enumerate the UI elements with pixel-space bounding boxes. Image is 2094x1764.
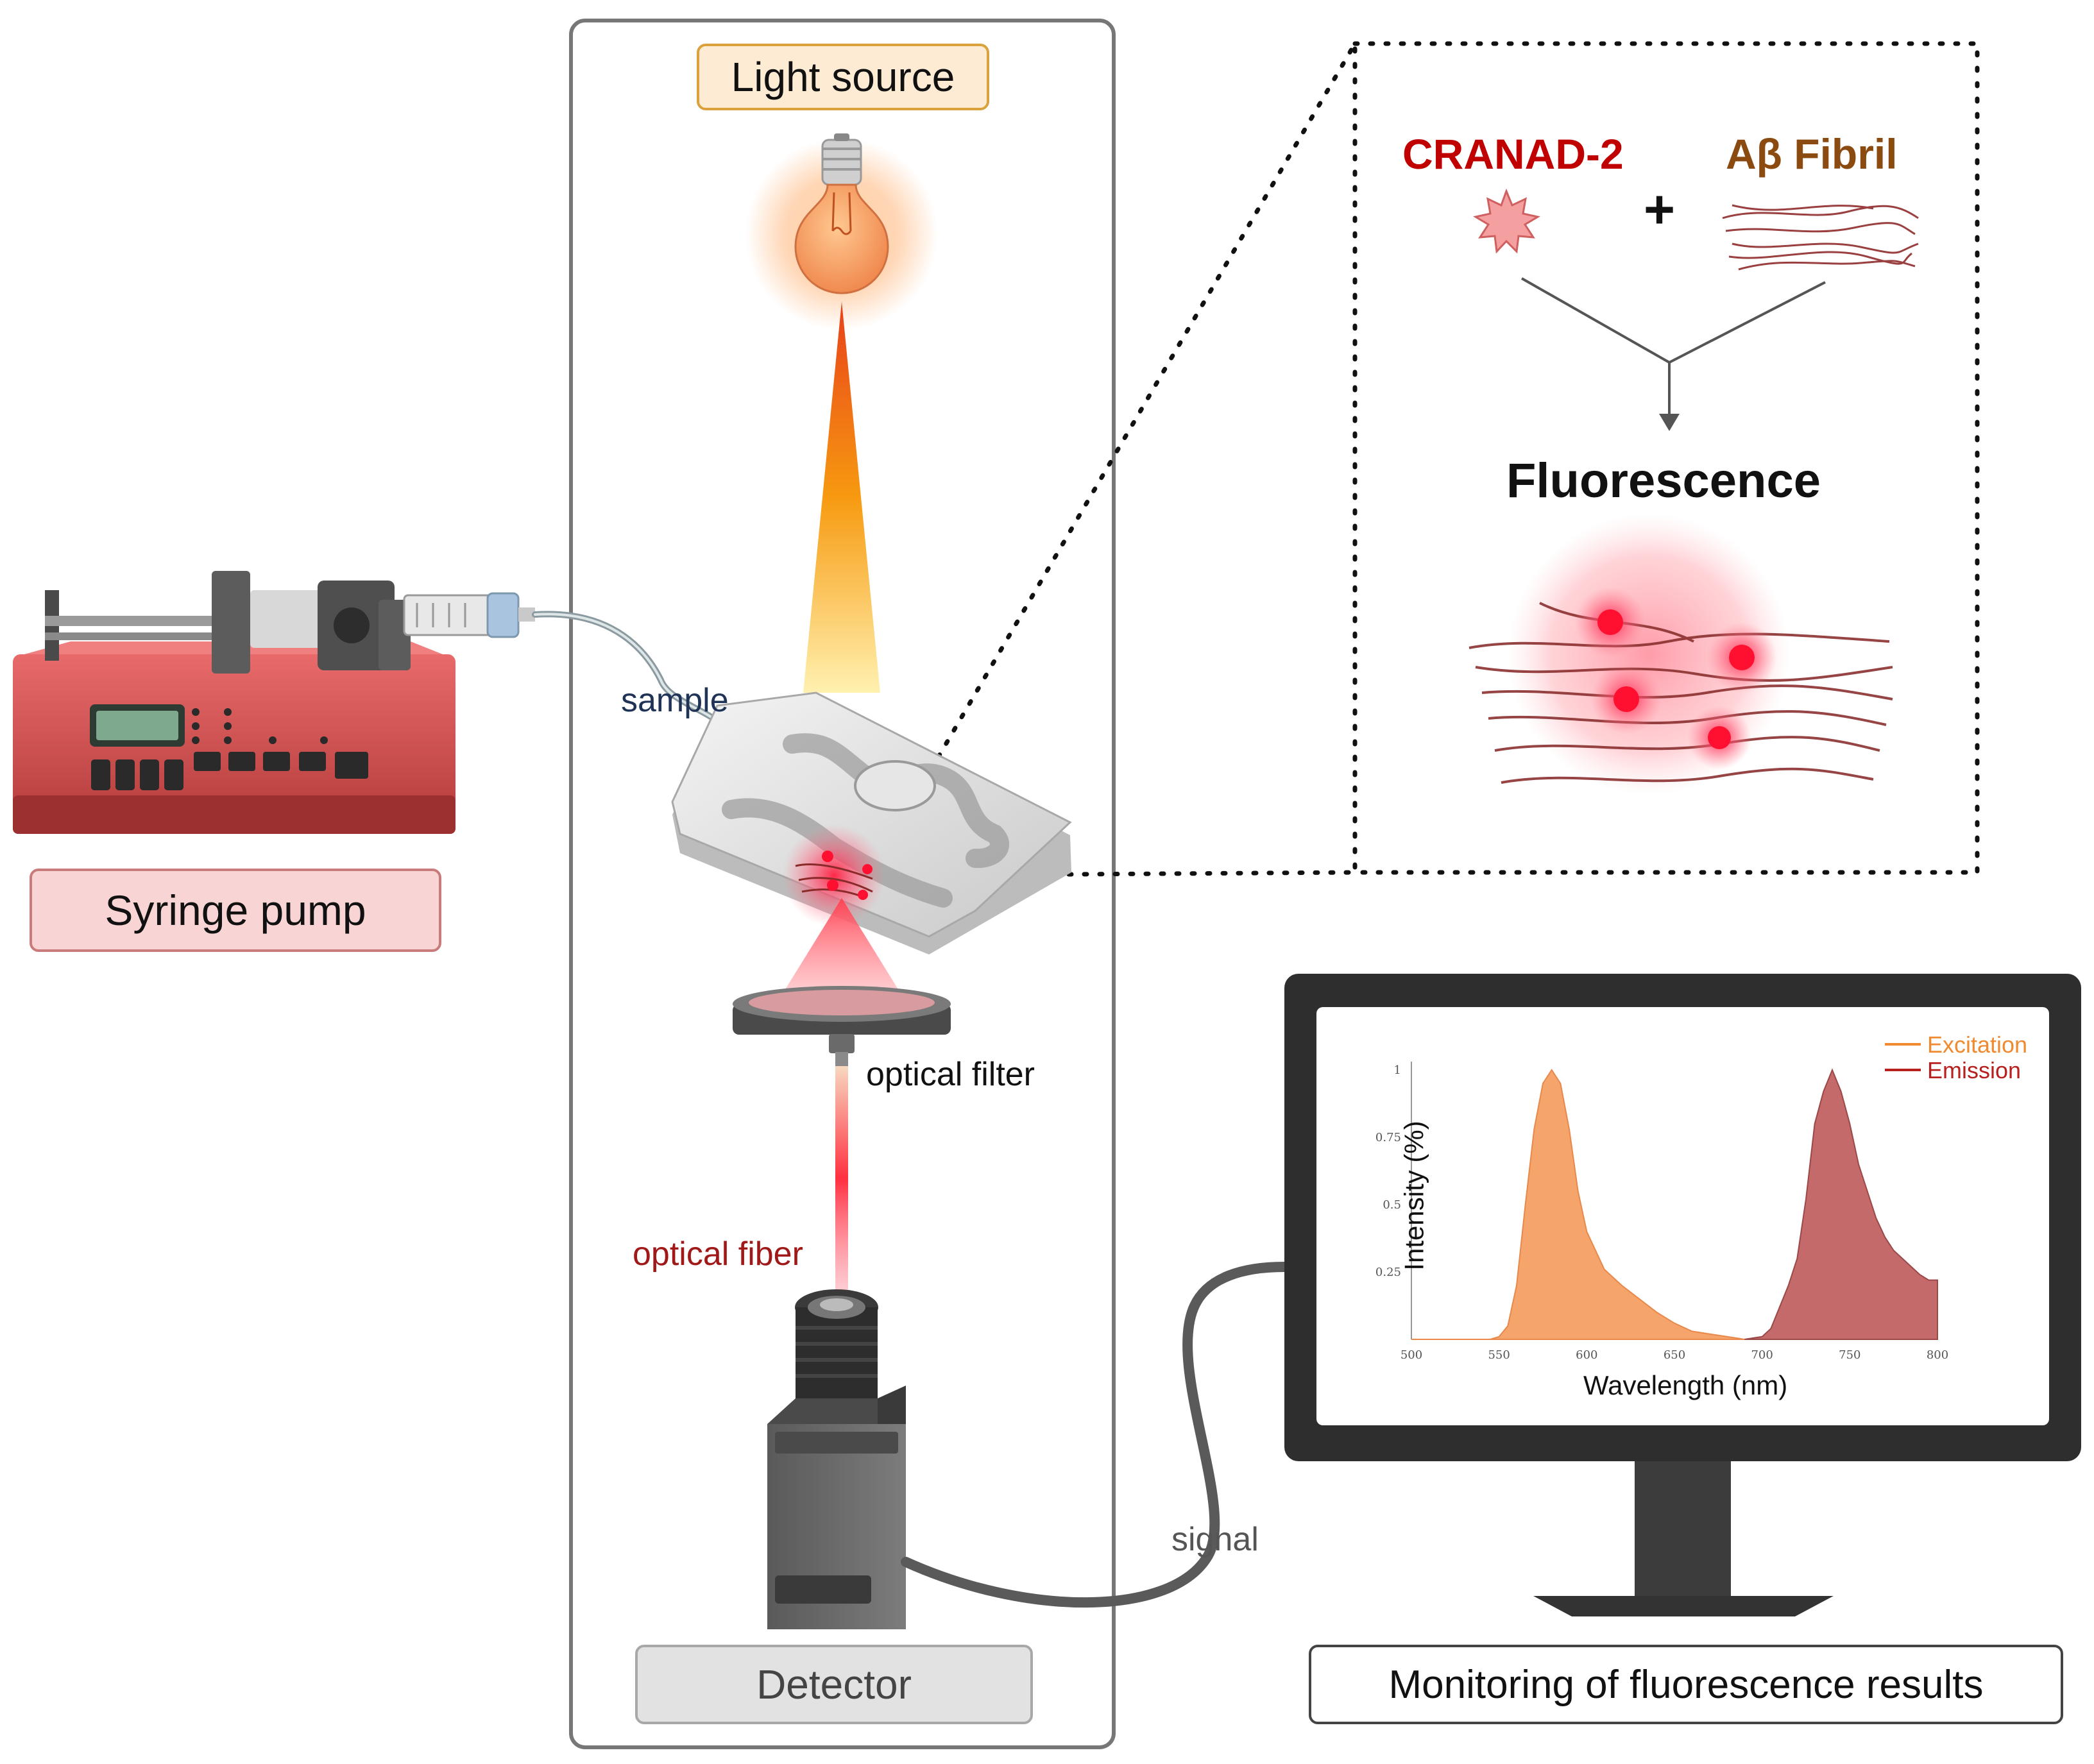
x-tick-label: 650 xyxy=(1664,1348,1685,1362)
abeta-fibril-label: Aβ Fibril xyxy=(1726,130,1898,178)
syringe-pump-icon xyxy=(13,571,535,834)
light-beam xyxy=(803,301,880,693)
legend-label-emission: Emission xyxy=(1927,1057,2021,1083)
spectrum-chart: 500 550 600 650 700 750 800 0.25 0.5 0.75 1 Excita… xyxy=(1375,1031,2027,1362)
cranad-2-label: CRANAD-2 xyxy=(1402,130,1624,178)
emission-cone xyxy=(776,898,907,1004)
series-area-emission xyxy=(1744,1068,1938,1340)
signal-label: signal xyxy=(1171,1521,1259,1558)
detector-label: Detector xyxy=(635,1645,1033,1724)
optical-filter-icon xyxy=(733,986,951,1066)
y-tick-label: 0.25 xyxy=(1375,1266,1401,1279)
monitoring-label: Monitoring of fluorescence results xyxy=(1309,1645,2063,1724)
signal-cable xyxy=(901,1262,1290,1608)
abeta-fibril-icon xyxy=(1722,204,1919,271)
y-tick-label: 0.5 xyxy=(1383,1198,1401,1212)
y-tick-label: 0.75 xyxy=(1375,1131,1401,1144)
legend-label-excitation: Excitation xyxy=(1927,1031,2027,1058)
fluorescence-title: Fluorescence xyxy=(1506,454,1821,508)
detector-camera-icon xyxy=(767,1289,906,1629)
x-tick-label: 800 xyxy=(1927,1348,1948,1362)
zoom-inset-frame xyxy=(1352,41,1980,875)
syringe-pump-label: Syringe pump xyxy=(30,869,441,952)
plus-sign: + xyxy=(1644,179,1676,239)
chip-fluorescence-spot xyxy=(783,824,885,927)
chart-ylabel: Intensity (%) xyxy=(1399,1121,1429,1271)
arrow-head xyxy=(1659,414,1680,431)
optical-fiber-line xyxy=(835,1066,848,1291)
y-tick-label: 1 xyxy=(1394,1064,1401,1077)
optical-filter-label: optical filter xyxy=(866,1056,1035,1093)
zoom-connector-lines xyxy=(881,41,1358,878)
light-bulb-icon xyxy=(745,133,938,330)
x-tick-label: 600 xyxy=(1576,1348,1597,1362)
apparatus-frame xyxy=(569,19,1116,1749)
cranad-2-icon xyxy=(1472,188,1541,254)
chart-xlabel: Wavelength (nm) xyxy=(1583,1370,1788,1400)
sample-label: sample xyxy=(621,682,729,719)
series-area-excitation xyxy=(1411,1069,1762,1340)
x-tick-label: 700 xyxy=(1751,1348,1773,1362)
optical-fiber-label: optical fiber xyxy=(633,1235,803,1273)
reaction-arrows xyxy=(1521,277,1826,417)
x-tick-label: 750 xyxy=(1839,1348,1860,1362)
fluorescence-glow-icon xyxy=(1468,513,1893,795)
x-tick-label: 500 xyxy=(1400,1348,1422,1362)
x-tick-label: 550 xyxy=(1488,1348,1510,1362)
light-source-label: Light source xyxy=(697,44,989,110)
microfluidic-chip xyxy=(671,691,1072,954)
